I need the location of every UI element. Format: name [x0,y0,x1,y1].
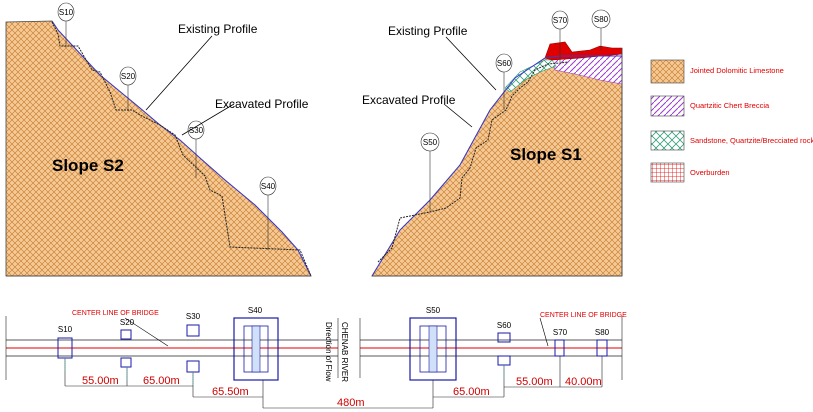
legend-item-sandstone: Sandstone, Quartzite/Brecciated rock [650,130,813,151]
legend-label-overburden: Overburden [690,168,730,177]
pier-s60: S60 [497,321,512,366]
dim-label-s30-s40: 65.50m [212,386,249,398]
slope-s2-rock-mass [5,20,312,277]
station-marker-s60: S60 [495,53,513,110]
legend-label-sandstone: Sandstone, Quartzite/Brecciated rock [690,136,813,145]
station-marker-s80: S80 [591,9,611,50]
pier-s70: S70 [553,328,568,357]
pier-label-s60: S60 [497,321,512,330]
pier-s20: S20 [120,318,135,368]
pier-s30: S30 [186,312,201,373]
slope-s2-section: S10 S20 S30 S40 Existing Profile Excavat… [5,2,312,277]
dim-label-s10-s20: 55.00m [82,375,119,387]
pier-label-s10: S10 [58,325,73,334]
plan-centerline-label-right: CENTER LINE OF BRIDGE [540,312,627,319]
station-label-s10: S10 [59,8,74,17]
station-marker-s40: S40 [259,176,277,250]
slope-s2-title: Slope S2 [52,156,124,175]
river-label: CHENAB RIVER [340,322,349,382]
dimension-lines [64,356,603,409]
pier-label-s70: S70 [553,328,568,337]
dim-label-s40-s50: 480m [337,397,365,409]
slope-s1-title: Slope S1 [510,145,582,164]
station-marker-s20: S20 [119,66,137,111]
station-marker-s10: S10 [57,2,75,47]
pier-label-s30: S30 [186,312,201,321]
legend-item-limestone: Jointed Dolomitic Limestone [650,59,784,84]
station-marker-s50: S50 [420,132,440,212]
slope-s2-existing-profile-line [51,20,312,277]
river-marker: CHENAB RIVER Direction of Flow [324,318,361,382]
station-label-s40: S40 [261,182,276,191]
legend-item-overburden: Overburden [650,162,730,183]
station-marker-s70: S70 [551,10,569,62]
slope-s2-excavated-profile-label: Excavated Profile [215,97,309,111]
slope-s1-excavated-profile-label: Excavated Profile [362,93,456,107]
slope-s2-existing-profile-label: Existing Profile [178,22,258,36]
station-label-s50: S50 [423,138,438,147]
slope-s1-existing-profile-label: Existing Profile [388,24,468,38]
legend: Jointed Dolomitic Limestone Quartzitic C… [650,59,813,183]
pier-s10: S10 [57,325,73,359]
dim-label-s50-s60: 65.00m [453,386,490,398]
dim-label-s60-s70: 55.00m [516,376,553,388]
pier-label-s50: S50 [426,306,441,315]
slope-s2-excavated-profile-line [51,21,312,277]
legend-label-limestone: Jointed Dolomitic Limestone [690,66,784,75]
station-label-s20: S20 [121,72,136,81]
station-label-s60: S60 [497,59,512,68]
pier-s50: S50 [409,306,457,381]
station-label-s70: S70 [553,16,568,25]
dim-label-s70-s80: 40.00m [565,376,602,388]
flow-label: Direction of Flow [324,322,333,382]
pier-label-s80: S80 [595,328,610,337]
slope-s1-rock-mass [371,55,623,277]
plan-centerline-label-left: CENTER LINE OF BRIDGE [72,310,159,317]
bridge-plan-view: CENTER LINE OF BRIDGE CENTER LINE OF BRI… [5,306,627,409]
plan-station-guides [64,358,505,386]
station-label-s30: S30 [189,126,204,135]
legend-label-breccia: Quartzitic Chert Breccia [690,101,770,110]
pier-label-s20: S20 [120,318,135,327]
slope-s1-sandstone-layer [504,59,557,93]
legend-item-breccia: Quartzitic Chert Breccia [650,95,770,117]
pier-label-s40: S40 [248,306,263,315]
station-marker-s30: S30 [187,120,205,178]
pier-s80: S80 [595,328,610,357]
pier-s40: S40 [233,306,279,381]
slope-s1-section: S50 S60 S70 S80 Existing Profile Excavat… [362,9,623,277]
slope-s1-existing-profile-line [371,55,622,277]
dim-label-s20-s30: 65.00m [143,375,180,387]
station-label-s80: S80 [594,15,609,24]
